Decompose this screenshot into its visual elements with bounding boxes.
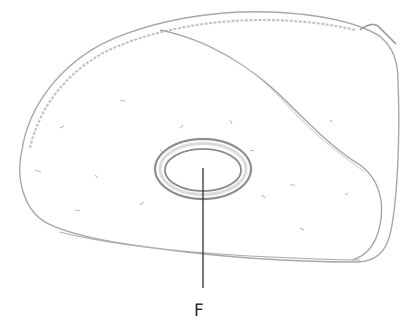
outer-outline <box>20 12 399 262</box>
top-right-notch <box>360 24 396 44</box>
label-f: F <box>194 303 204 320</box>
bottom-edge <box>60 232 360 260</box>
